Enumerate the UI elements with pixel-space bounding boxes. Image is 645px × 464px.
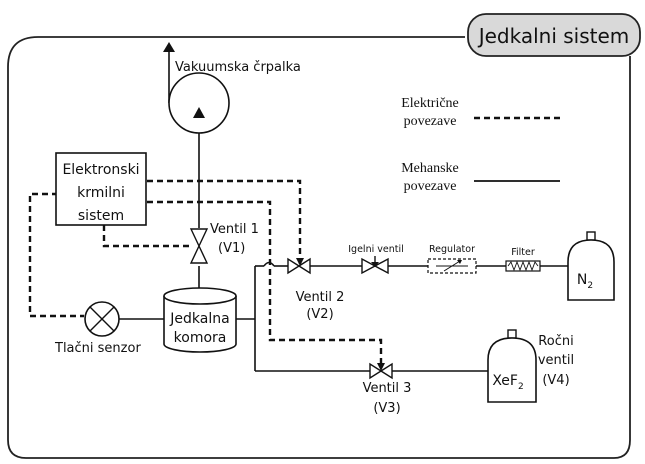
valve-2: Ventil 2 (V2)	[287, 257, 345, 322]
regulator-label: Regulator	[429, 244, 475, 255]
title-box	[467, 13, 641, 57]
manual-valve-label: Ročni ventil (V4)	[538, 334, 574, 388]
valve-1-name: Ventil 1	[210, 222, 259, 237]
control-label-2: krmilni	[77, 185, 125, 201]
valve-2-code: (V2)	[306, 307, 333, 322]
needle-valve-label: Igelni ventil	[348, 244, 404, 255]
chamber-label-1: Jedkalna	[169, 311, 229, 327]
vacuum-pump: Vakuumska črpalka	[163, 42, 301, 134]
n2-label: N2	[577, 272, 593, 291]
control-label-1: Elektronski	[62, 162, 139, 178]
pump-label: Vakuumska črpalka	[175, 60, 301, 75]
pressure-sensor: Tlačni senzor	[54, 301, 141, 356]
electrical-lines	[28, 179, 383, 364]
control-system: Elektronski krmilni sistem	[55, 152, 147, 226]
valve-2-name: Ventil 2	[296, 290, 345, 305]
title-text: Jedkalni sistem	[477, 24, 630, 48]
xef2-label: XeF2	[492, 373, 523, 392]
valve-3: Ventil 3 (V3)	[363, 362, 412, 416]
xef2-cylinder: XeF2	[487, 329, 537, 403]
system-frame	[7, 36, 631, 459]
manual-label-2: ventil	[538, 353, 574, 368]
regulator: Regulator	[427, 244, 477, 274]
chamber-label-2: komora	[174, 330, 227, 346]
legend-electrical-2: povezave	[404, 114, 457, 129]
etching-chamber: Jedkalna komora	[163, 287, 237, 353]
filter-label: Filter	[511, 247, 535, 258]
valve-1: Ventil 1 (V1)	[189, 222, 259, 264]
legend-mechanical-2: povezave	[404, 179, 457, 194]
manual-label-1: Ročni	[538, 334, 573, 349]
manual-label-3: (V4)	[542, 373, 569, 388]
valve-1-code: (V1)	[218, 241, 245, 256]
pressure-sensor-label: Tlačni senzor	[54, 341, 141, 356]
control-label-3: sistem	[78, 208, 124, 224]
valve-3-name: Ventil 3	[363, 381, 412, 396]
n2-cylinder: N2	[567, 231, 615, 301]
filter: Filter	[505, 247, 541, 272]
needle-valve: Igelni ventil	[348, 244, 404, 275]
exhaust-arrow-icon	[163, 42, 175, 52]
legend: Električne povezave Mehanske povezave	[401, 96, 560, 194]
legend-electrical-1: Električne	[401, 96, 459, 111]
valve-3-code: (V3)	[373, 401, 400, 416]
legend-mechanical-1: Mehanske	[401, 161, 459, 176]
